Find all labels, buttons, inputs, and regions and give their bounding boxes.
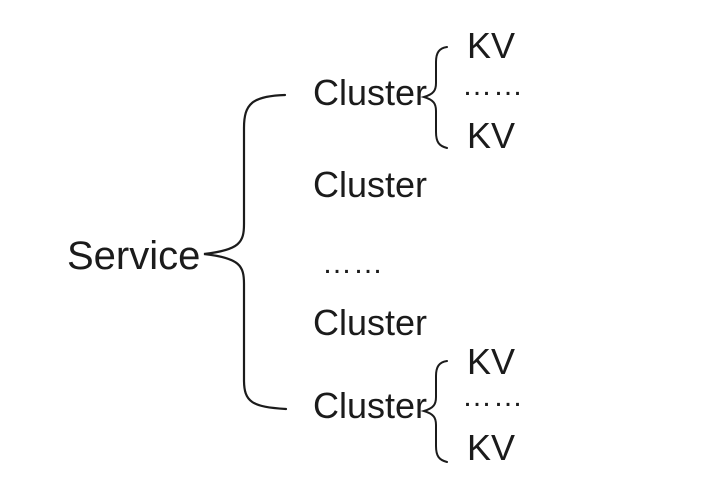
kv-label-bottom-2: KV [467,427,516,468]
cluster-label-1: Cluster [313,72,428,113]
cluster-ellipsis: …… [322,247,384,280]
cluster-kv-brace-top-icon [418,42,452,152]
kv-label-top-1: KV [467,25,516,66]
cluster-kv-brace-bottom-icon [418,356,452,466]
cluster-label-4: Cluster [313,385,428,426]
kv-label-bottom-1: KV [467,341,516,382]
service-label: Service [67,234,201,278]
cluster-label-3: Cluster [313,302,428,343]
kv-ellipsis-top: …… [462,69,524,102]
kv-ellipsis-bottom: …… [462,380,524,413]
kv-label-top-2: KV [467,115,516,156]
service-clusters-brace-icon [195,85,295,420]
cluster-label-2: Cluster [313,164,428,205]
